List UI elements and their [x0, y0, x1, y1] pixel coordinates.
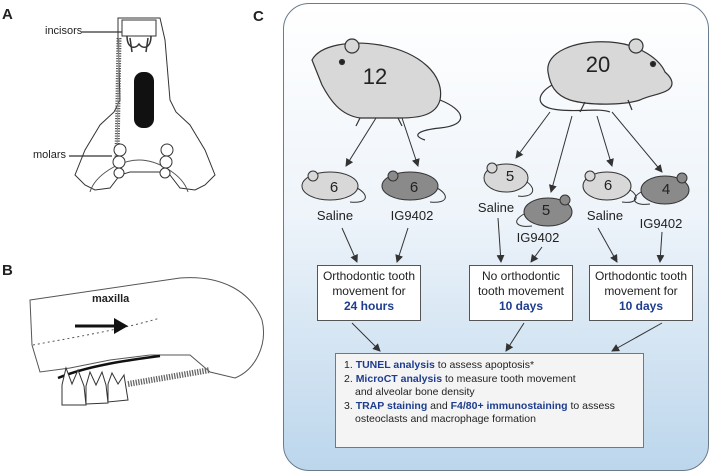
group-2-count: 6	[409, 179, 419, 196]
parent-right-count: 20	[585, 52, 611, 77]
maxilla-label: maxilla	[92, 293, 130, 305]
group-6-label: IG9402	[639, 216, 683, 231]
step-2: 2. MicroCT analysis to measure tooth mov…	[344, 373, 637, 387]
step-2-num: 2.	[344, 372, 353, 385]
child-mouse-5	[582, 170, 637, 203]
parent-mouse-right	[539, 38, 673, 113]
child-mouse-3	[483, 162, 534, 197]
analysis-steps-box: 1. TUNEL analysis to assess apoptosis* 2…	[335, 353, 644, 448]
group-1-label: Saline	[316, 208, 354, 223]
panel-label-c: C	[253, 8, 264, 25]
child-mouse-6	[633, 172, 690, 205]
group-3-count: 5	[505, 168, 515, 185]
step-3-bold: TRAP staining	[355, 399, 428, 412]
condition-box-24h: Orthodontic tooth movement for 24 hours	[317, 265, 421, 321]
maxilla-drawing	[29, 277, 264, 379]
step-3-num: 3.	[344, 399, 353, 412]
child-mouse-1	[301, 170, 366, 203]
condition-box-10d-text: Orthodontic tooth movement for	[594, 269, 688, 298]
step-2-cont: and alveolar bone density	[355, 386, 475, 398]
group-2-label: IG9402	[390, 208, 434, 223]
parent-left-count: 12	[362, 64, 388, 89]
coil-spring	[114, 37, 122, 159]
step-1-rest: to assess apoptosis*	[434, 359, 535, 371]
panel-label-b: B	[2, 262, 13, 279]
step-3-mid: and	[427, 399, 451, 412]
step-3-cont: osteoclasts and macrophage formation	[355, 413, 536, 425]
condition-box-10d: Orthodontic tooth movement for 10 days	[589, 265, 693, 321]
skull-drawing	[74, 17, 216, 193]
condition-box-no-otm: No orthodontic tooth movement 10 days	[469, 265, 573, 321]
child-mouse-4	[516, 194, 573, 227]
condition-box-no-otm-text: No orthodontic tooth movement	[477, 269, 565, 298]
force-arrow-head	[114, 318, 128, 334]
step-3-bold2: F4/80+ immunostaining	[450, 399, 568, 412]
step-1: 1. TUNEL analysis to assess apoptosis*	[344, 359, 637, 373]
step-2-rest: to measure tooth movement	[442, 372, 576, 385]
step-2-bold: MicroCT analysis	[355, 372, 443, 385]
step-1-bold: TUNEL analysis	[355, 359, 435, 371]
incisors-label: incisors	[45, 25, 83, 37]
group-4-count: 5	[541, 202, 551, 219]
group-6-count: 4	[661, 181, 671, 198]
palate-shape	[134, 72, 154, 128]
condition-box-no-otm-duration: 10 days	[498, 299, 544, 313]
condition-box-10d-duration: 10 days	[618, 299, 664, 313]
group-5-count: 6	[603, 177, 613, 194]
molar-teeth	[112, 143, 174, 179]
group-5-label: Saline	[586, 208, 624, 223]
panel-label-a: A	[2, 6, 13, 23]
maxilla-coil-spring	[127, 367, 211, 387]
step-3-rest: to assess	[567, 399, 615, 412]
condition-box-24h-text: Orthodontic tooth movement for	[322, 269, 416, 298]
molars-label: molars	[33, 149, 67, 161]
parent-mouse-left	[311, 38, 462, 141]
group-3-label: Saline	[477, 200, 515, 215]
group-4-label: IG9402	[516, 230, 560, 245]
step-1-num: 1.	[344, 359, 353, 371]
condition-box-24h-duration: 24 hours	[343, 299, 394, 313]
group-1-count: 6	[329, 179, 339, 196]
maxillary-molars	[61, 366, 129, 406]
child-mouse-2	[381, 170, 446, 203]
step-3: 3. TRAP staining and F4/80+ immunostaini…	[344, 400, 637, 414]
flow-arrows	[341, 111, 665, 352]
